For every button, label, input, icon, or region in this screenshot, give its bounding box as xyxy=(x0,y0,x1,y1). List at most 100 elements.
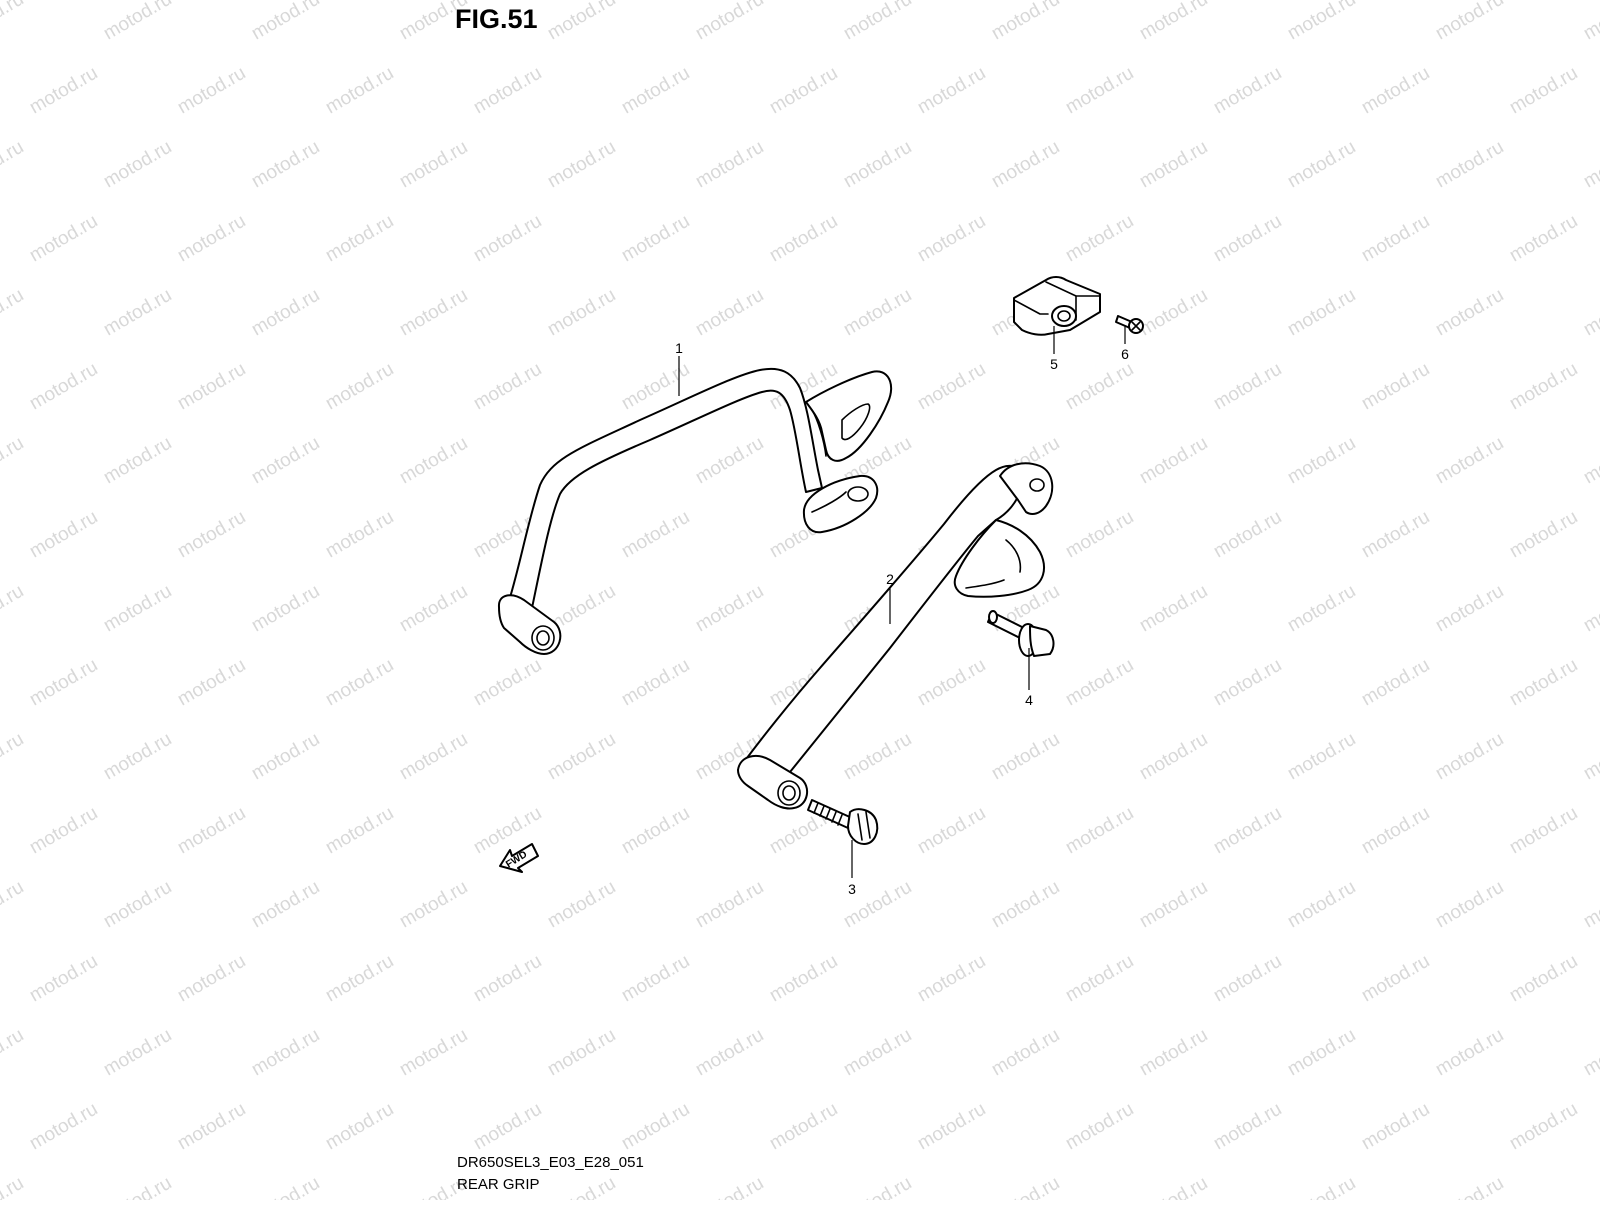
watermark-text: motod.ru xyxy=(1136,137,1211,193)
rear-grip-left xyxy=(497,367,893,655)
watermark-text: motod.ru xyxy=(1580,877,1600,933)
watermark-text: motod.ru xyxy=(1358,507,1433,563)
watermark-text: motod.ru xyxy=(322,1099,397,1155)
watermark-text: motod.ru xyxy=(248,1025,323,1081)
watermark-text: motod.ru xyxy=(1136,285,1211,341)
watermark-text: motod.ru xyxy=(0,433,27,489)
watermark-text: motod.ru xyxy=(692,433,767,489)
watermark-text: motod.ru xyxy=(766,1099,841,1155)
rear-grip-right xyxy=(737,462,1054,810)
watermark-text: motod.ru xyxy=(1136,877,1211,933)
watermark-text: motod.ru xyxy=(1136,581,1211,637)
watermark-text: motod.ru xyxy=(1580,581,1600,637)
watermark-text: motod.ru xyxy=(1432,581,1507,637)
watermark-text: motod.ru xyxy=(1358,803,1433,859)
watermark-text: motod.ru xyxy=(1284,1025,1359,1081)
watermark-text: motod.ru xyxy=(1358,655,1433,711)
watermark-text: motod.ru xyxy=(1580,1173,1600,1200)
watermark-text: motod.ru xyxy=(26,211,101,267)
watermark-text: motod.ru xyxy=(840,1025,915,1081)
watermark-text: motod.ru xyxy=(1506,507,1581,563)
watermark-text: motod.ru xyxy=(1432,1025,1507,1081)
watermark-text: motod.ru xyxy=(26,655,101,711)
callout-2: 2 xyxy=(886,571,894,587)
watermark-text: motod.ru xyxy=(1210,951,1285,1007)
watermark-text: motod.ru xyxy=(692,1173,767,1200)
watermark-text: motod.ru xyxy=(1432,1173,1507,1200)
watermark-text: motod.ru xyxy=(1284,1173,1359,1200)
watermark-text: motod.ru xyxy=(100,1173,175,1200)
watermark-text: motod.ru xyxy=(692,0,767,44)
watermark-text: motod.ru xyxy=(692,877,767,933)
watermark-text: motod.ru xyxy=(544,1173,619,1200)
watermark-text: motod.ru xyxy=(1136,0,1211,44)
watermark-text: motod.ru xyxy=(322,507,397,563)
watermark-text: motod.ru xyxy=(248,729,323,785)
watermark-text: motod.ru xyxy=(544,877,619,933)
watermark-text: motod.ru xyxy=(26,803,101,859)
watermark-text: motod.ru xyxy=(1580,0,1600,44)
watermark-text: motod.ru xyxy=(988,729,1063,785)
watermark-text: motod.ru xyxy=(248,285,323,341)
figure-title: FIG.51 xyxy=(455,4,538,34)
watermark-text: motod.ru xyxy=(26,1099,101,1155)
watermark-text: motod.ru xyxy=(544,0,619,44)
figure-caption: REAR GRIP xyxy=(457,1176,540,1193)
watermark-text: motod.ru xyxy=(618,1099,693,1155)
watermark-text: motod.ru xyxy=(766,951,841,1007)
watermark-text: motod.ru xyxy=(618,951,693,1007)
watermark-text: motod.ru xyxy=(988,877,1063,933)
watermark-text: motod.ru xyxy=(692,137,767,193)
callout-4: 4 xyxy=(1025,692,1033,708)
watermark-text: motod.ru xyxy=(1210,655,1285,711)
watermark-text: motod.ru xyxy=(0,1025,27,1081)
watermark-text: motod.ru xyxy=(1062,655,1137,711)
watermark-text: motod.ru xyxy=(1432,285,1507,341)
watermark-text: motod.ru xyxy=(100,433,175,489)
watermark-text: motod.ru xyxy=(1284,137,1359,193)
watermark-text: motod.ru xyxy=(914,951,989,1007)
watermark-text: motod.ru xyxy=(1210,803,1285,859)
watermark-text: motod.ru xyxy=(1062,211,1137,267)
watermark-text: motod.ru xyxy=(100,137,175,193)
watermark-text: motod.ru xyxy=(1210,1099,1285,1155)
watermark-text: motod.ru xyxy=(618,211,693,267)
watermark-text: motod.ru xyxy=(618,655,693,711)
watermark-text: motod.ru xyxy=(322,655,397,711)
watermark-text: motod.ru xyxy=(174,359,249,415)
watermark-text: motod.ru xyxy=(544,285,619,341)
callout-1: 1 xyxy=(675,340,683,356)
watermark-text: motod.ru xyxy=(174,63,249,119)
watermark-text: motod.ru xyxy=(1062,359,1137,415)
watermark-text: motod.ru xyxy=(174,1099,249,1155)
watermark-text: motod.ru xyxy=(396,1025,471,1081)
watermark-text: motod.ru xyxy=(1432,137,1507,193)
watermark-text: motod.ru xyxy=(470,655,545,711)
watermark-text: motod.ru xyxy=(1210,359,1285,415)
watermark-text: motod.ru xyxy=(1210,507,1285,563)
watermark-text: motod.ru xyxy=(1136,1025,1211,1081)
watermark-text: motod.ru xyxy=(1136,433,1211,489)
watermark-text: motod.ru xyxy=(988,1173,1063,1200)
watermark-text: motod.ru xyxy=(26,507,101,563)
watermark-text: motod.ru xyxy=(396,137,471,193)
watermark-text: motod.ru xyxy=(1580,729,1600,785)
watermark-text: motod.ru xyxy=(544,1025,619,1081)
watermark-text: motod.ru xyxy=(840,137,915,193)
watermark-text: motod.ru xyxy=(322,359,397,415)
watermark-text: motod.ru xyxy=(1580,1025,1600,1081)
watermark-text: motod.ru xyxy=(248,433,323,489)
watermark-text: motod.ru xyxy=(914,655,989,711)
watermark-text: motod.ru xyxy=(1506,655,1581,711)
watermark-text: motod.ru xyxy=(1506,63,1581,119)
watermark-text: motod.ru xyxy=(914,1099,989,1155)
watermark-text: motod.ru xyxy=(26,359,101,415)
watermark-text: motod.ru xyxy=(1062,63,1137,119)
watermark-text: motod.ru xyxy=(470,63,545,119)
watermark-text: motod.ru xyxy=(470,951,545,1007)
watermark-text: motod.ru xyxy=(470,359,545,415)
watermark-text: motod.ru xyxy=(544,137,619,193)
